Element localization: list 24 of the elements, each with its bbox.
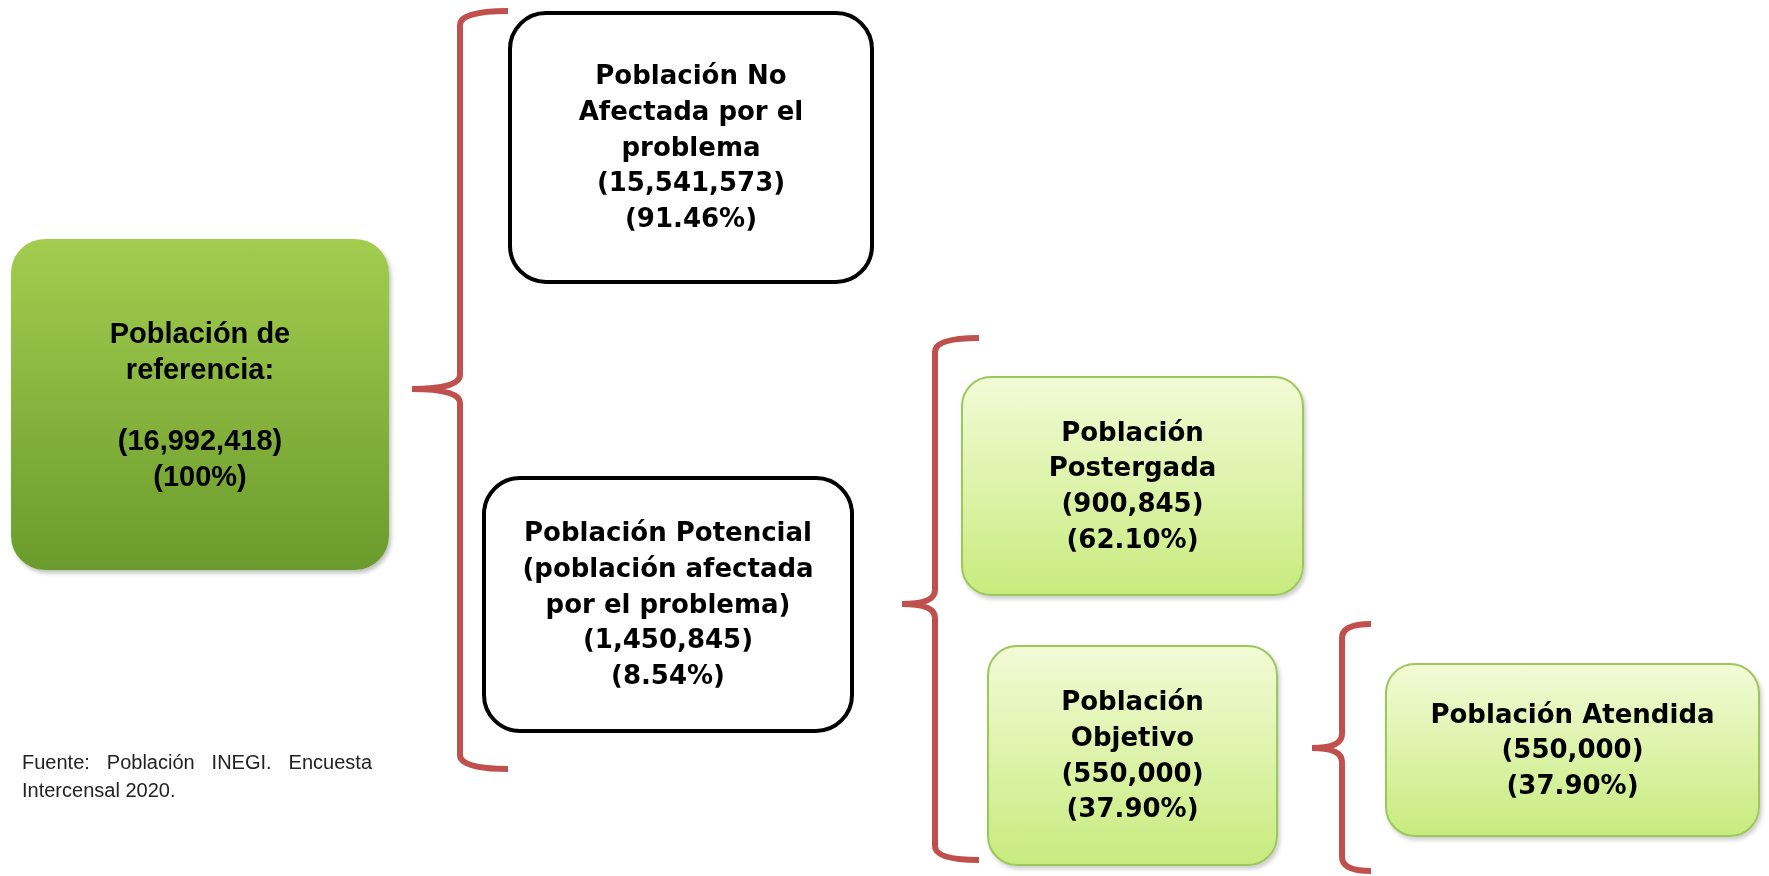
population-box — [987, 645, 1278, 866]
node-title: Población Potencial (población afectada por el problema) — [521, 516, 815, 621]
node-value: (37.90%) — [1506, 768, 1639, 802]
node-value: (8.54%) — [611, 658, 725, 692]
node-title: Población Atendida — [1430, 697, 1715, 731]
node-title: Población Objetivo — [1060, 685, 1205, 754]
node-value: (550,000) — [1501, 733, 1644, 767]
node-value: (1,450,845) — [582, 623, 754, 657]
node-value: (91.46%) — [624, 201, 758, 235]
node-title: Población No Afectada por el problema — [577, 59, 805, 164]
node-value: (62.10%) — [1066, 522, 1199, 556]
population-box — [482, 476, 854, 733]
node-value: (550,000) — [1061, 756, 1204, 790]
population-box — [961, 376, 1304, 596]
node-value: (900,845) — [1061, 487, 1204, 520]
node-title: Población de referencia: — [108, 316, 292, 388]
source-note: Fuente: Población INEGI. Encuesta Intercensal 2020. — [22, 750, 372, 803]
node-value: (15,541,573) — [596, 166, 786, 200]
node-value: (16,992,418) (100%) — [116, 422, 284, 494]
population-box — [508, 11, 874, 284]
population-box — [1385, 663, 1760, 837]
population-box — [11, 239, 389, 570]
node-value: (37.90%) — [1066, 792, 1199, 826]
node-title: Población Postergada — [1047, 415, 1218, 485]
